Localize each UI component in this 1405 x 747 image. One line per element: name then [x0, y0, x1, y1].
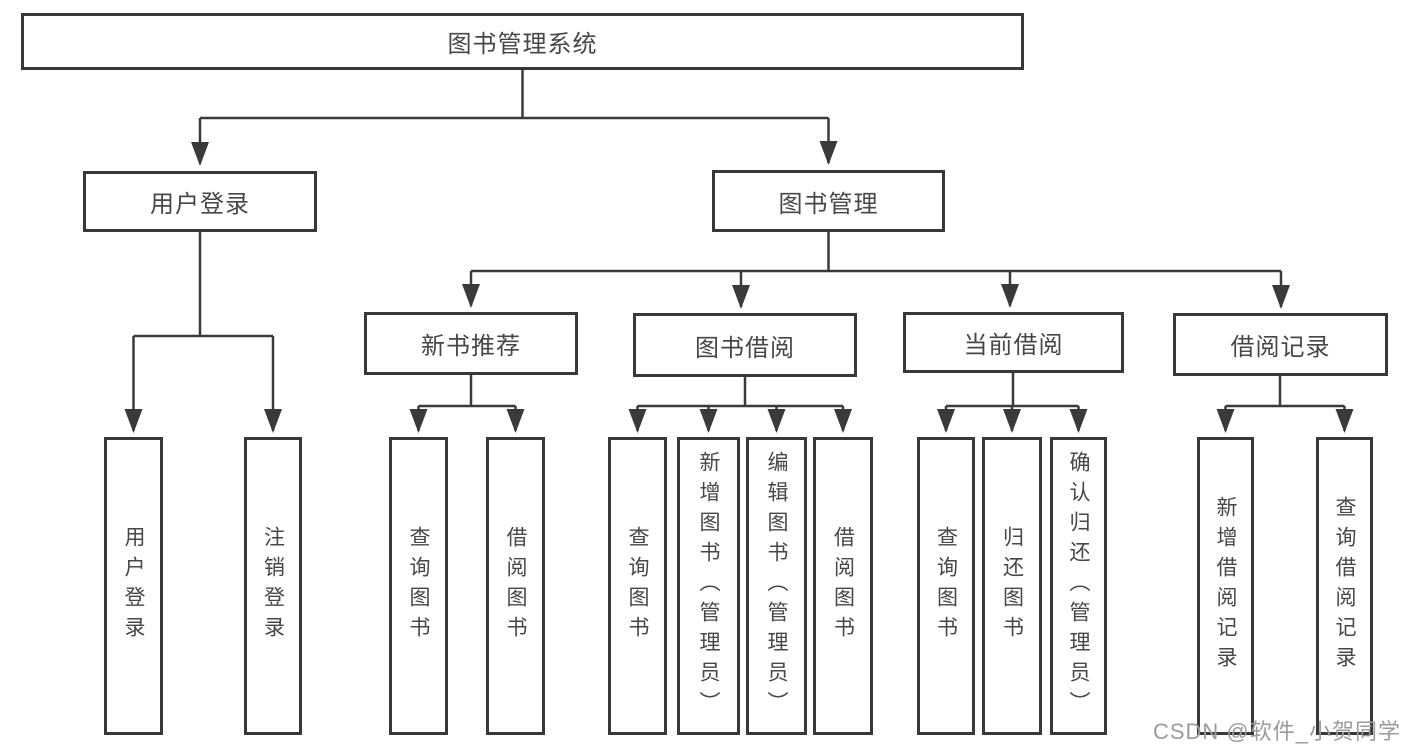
leaf-query-borrow-record: 查询借阅记录 [1316, 437, 1373, 735]
node-new-book-recommend: 新书推荐 [364, 312, 578, 375]
leaf-query-books-recommend: 查询图书 [389, 437, 448, 735]
leaf-add-borrow-record: 新增借阅记录 [1197, 437, 1254, 735]
node-label: 新书推荐 [421, 333, 521, 360]
node-label: 图书管理 [778, 190, 879, 218]
node-label: 图书借阅 [695, 334, 795, 362]
node-book-management: 图书管理 [712, 170, 945, 232]
leaf-add-book-admin: 新增图书（管理员） [677, 437, 740, 735]
node-label: 图书管理系统 [447, 31, 598, 58]
leaf-user-login: 用户登录 [104, 437, 163, 735]
leaf-return-books: 归还图书 [982, 437, 1042, 735]
leaf-query-books-borrow: 查询图书 [608, 437, 667, 735]
node-label: 用户登录 [150, 191, 250, 218]
node-label: 借阅记录 [1230, 334, 1331, 361]
leaf-edit-book-admin: 编辑图书（管理员） [746, 437, 807, 735]
node-borrowing-records: 借阅记录 [1173, 313, 1388, 376]
leaf-borrow-books: 借阅图书 [813, 437, 873, 735]
node-current-borrowing: 当前借阅 [903, 312, 1124, 373]
leaf-logout: 注销登录 [244, 437, 302, 735]
node-library-management-system: 图书管理系统 [21, 13, 1024, 70]
node-user-login: 用户登录 [83, 171, 317, 232]
node-book-borrowing: 图书借阅 [633, 313, 857, 377]
leaf-borrow-books-recommend: 借阅图书 [486, 437, 545, 735]
leaf-confirm-return-admin: 确认归还（管理员） [1050, 437, 1107, 735]
leaf-query-books-current: 查询图书 [917, 437, 975, 735]
csdn-watermark: CSDN @软件_小贺同学 [1152, 719, 1401, 744]
node-label: 当前借阅 [963, 332, 1064, 359]
